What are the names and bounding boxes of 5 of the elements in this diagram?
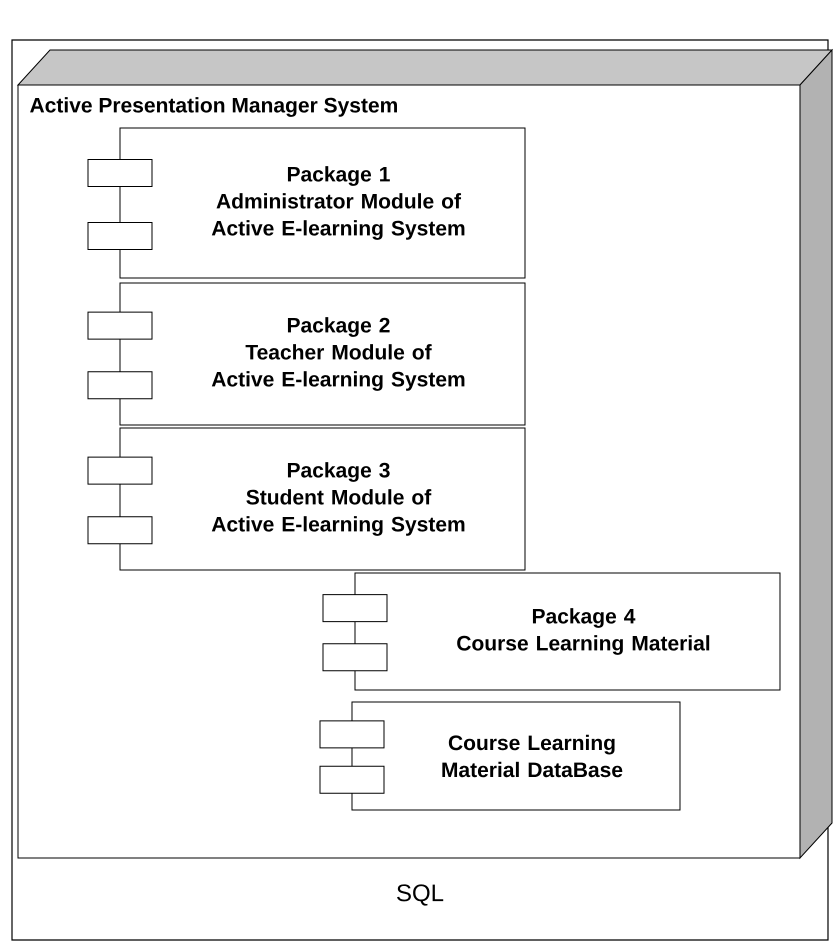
component-box: Package 1 Administrator Module of Active E-learning System (88, 128, 526, 278)
component-box: Course Learning Material DataBase (320, 702, 680, 810)
component-box: Package 4 Course Learning Material (322, 572, 780, 690)
component-box: Package 2 Teacher Module of Active E-learning System (88, 282, 526, 426)
component-box: Package 3 Student Module of Active E-learning System (88, 428, 526, 570)
